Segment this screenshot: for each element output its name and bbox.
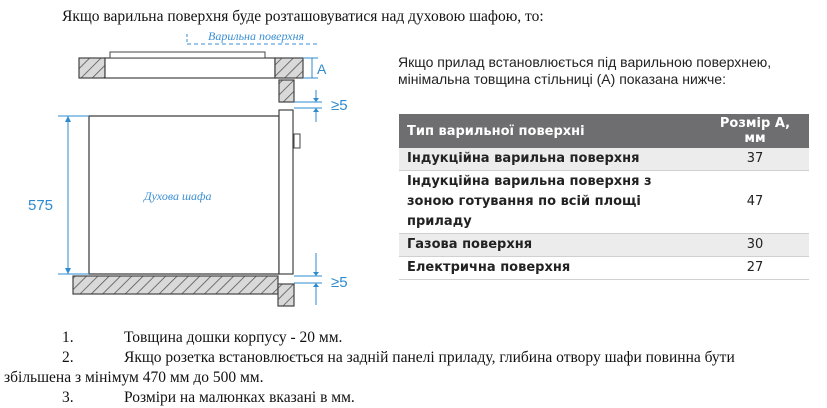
- cabinet-shelf: [72, 275, 279, 295]
- row-size: 27: [701, 256, 809, 280]
- row-size: 37: [701, 148, 809, 171]
- note-text-continuation: збільшена з мінімум 470 мм до 500 мм.: [4, 369, 264, 386]
- dim-gap-top-label: ≥5: [331, 97, 348, 114]
- header-size: Розмір A, мм: [701, 114, 809, 148]
- table-row: Індукційна варильна поверхня 37: [399, 148, 809, 171]
- oven-door: [278, 109, 294, 275]
- row-size: 47: [701, 170, 809, 234]
- intro-text: Якщо прилад встановлюється під варильною…: [398, 54, 808, 88]
- intro-line-2: мінімальна товщина стільниці (A) показан…: [398, 71, 726, 87]
- note-text: Товщина дошки корпусу - 20 мм.: [124, 329, 343, 346]
- oven-body: [88, 115, 280, 275]
- note-number: 3.: [62, 389, 74, 406]
- table-row: Індукційна варильна поверхня з зоною гот…: [399, 170, 809, 234]
- dim-height-label: 575: [28, 197, 53, 214]
- notes-list: 1. Товщина дошки корпусу - 20 мм. 2. Якщ…: [0, 328, 827, 408]
- oven-label: Духова шафа: [143, 189, 212, 203]
- list-item: 1. Товщина дошки корпусу - 20 мм.: [0, 328, 827, 348]
- thickness-table: Тип варильної поверхні Розмір A, мм Інду…: [399, 114, 809, 280]
- dim-a-label: A: [317, 61, 327, 77]
- countertop-right: [274, 57, 304, 79]
- list-item: 3. Розміри на малюнках вказані в мм.: [0, 388, 827, 408]
- installation-diagram: Варильна поверхня A ≥5 Духова шафа 575 ≥…: [28, 29, 348, 307]
- row-size: 30: [701, 233, 809, 257]
- list-item: 2. Якщо розетка встановлюється на задній…: [0, 348, 827, 388]
- table-row: Газова поверхня 30: [399, 233, 809, 257]
- note-number: 2.: [62, 349, 74, 366]
- note-number: 1.: [62, 329, 74, 346]
- oven-handle: [293, 133, 301, 149]
- page-heading: Якщо варильна поверхня буде розташовуват…: [62, 8, 544, 25]
- table-row: Електрична поверхня 27: [399, 256, 809, 280]
- cabinet-side-bottom: [277, 283, 295, 307]
- note-text: Якщо розетка встановлюється на задній па…: [124, 349, 735, 366]
- countertop-left: [78, 57, 106, 79]
- row-type: Електрична поверхня: [399, 256, 701, 280]
- hob-top: [109, 51, 266, 59]
- row-type: Індукційна варильна поверхня з зоною гот…: [399, 170, 701, 234]
- hob-label: Варильна поверхня: [208, 29, 305, 43]
- row-type: Газова поверхня: [399, 233, 701, 257]
- dim-gap-bottom-label: ≥5: [331, 274, 348, 291]
- note-text: Розміри на малюнках вказані в мм.: [124, 389, 355, 406]
- header-type: Тип варильної поверхні: [399, 114, 701, 148]
- table-header-row: Тип варильної поверхні Розмір A, мм: [399, 114, 809, 148]
- hob-body: [104, 57, 276, 79]
- cabinet-side-top: [278, 79, 295, 103]
- row-type: Індукційна варильна поверхня: [399, 148, 701, 171]
- intro-line-1: Якщо прилад встановлюється під варильною…: [398, 54, 772, 70]
